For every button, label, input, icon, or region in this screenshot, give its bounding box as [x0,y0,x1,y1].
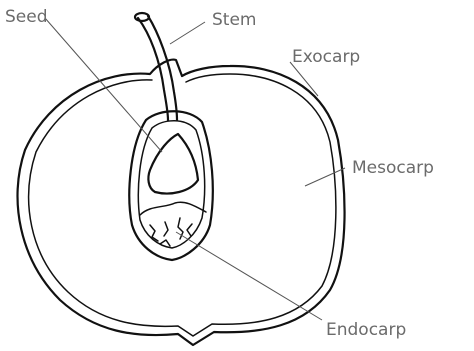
label-mesocarp: Mesocarp [352,158,434,178]
label-seed: Seed [5,7,48,27]
stem-leader-line [170,22,205,44]
label-exocarp: Exocarp [292,47,360,67]
seed-leader-line [45,18,162,152]
endocarp-stone [129,111,212,260]
endocarp-leader-line [176,232,322,320]
seed [148,134,198,194]
mesocarp-leader-line [305,168,345,186]
label-stem: Stem [212,10,256,30]
label-endocarp: Endocarp [326,320,406,340]
